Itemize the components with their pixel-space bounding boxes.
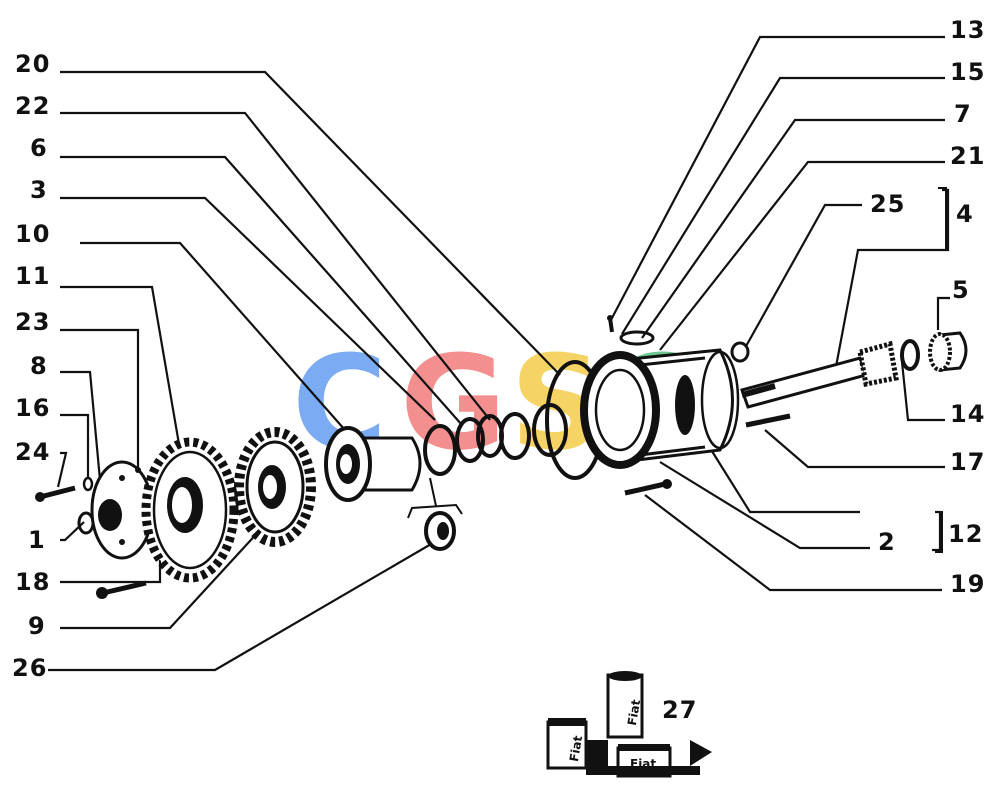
callout-5: 5 bbox=[952, 276, 970, 304]
ring-bracket-stem bbox=[429, 477, 437, 507]
part-8-flange bbox=[90, 460, 154, 560]
callout-19: 19 bbox=[950, 570, 985, 598]
leader-17 bbox=[764, 429, 945, 469]
callout-2: 2 bbox=[878, 528, 896, 556]
callout-3: 3 bbox=[30, 176, 48, 204]
ring-bracket bbox=[407, 503, 463, 519]
leader-21 bbox=[659, 160, 945, 351]
callout-4: 4 bbox=[956, 200, 974, 228]
leader-6 bbox=[60, 155, 463, 426]
part-10-hub bbox=[324, 426, 422, 502]
leader-7 bbox=[641, 118, 945, 339]
part-17-pin bbox=[745, 413, 791, 428]
leader-13 bbox=[611, 35, 945, 319]
callout-6: 6 bbox=[30, 134, 48, 162]
part-23-pin bbox=[135, 467, 141, 473]
callout-8: 8 bbox=[30, 352, 48, 380]
leader-15 bbox=[621, 76, 945, 335]
callout-9: 9 bbox=[28, 612, 46, 640]
part-27-kit: Fiat Fiat Fiat bbox=[546, 671, 712, 778]
callout-10: 10 bbox=[15, 220, 50, 248]
part-6-ring bbox=[455, 417, 485, 463]
part-ring-b bbox=[532, 403, 568, 457]
part-16-pin bbox=[82, 476, 94, 492]
callout-11: 11 bbox=[15, 262, 50, 290]
leader-16 bbox=[60, 413, 90, 478]
bracket-12 bbox=[935, 511, 943, 553]
leader-24 bbox=[56, 451, 68, 488]
part-14-ring bbox=[900, 339, 920, 371]
leader-26 bbox=[48, 539, 439, 672]
leader-3 bbox=[60, 196, 436, 421]
callout-15: 15 bbox=[950, 58, 985, 86]
leader-14 bbox=[900, 361, 945, 422]
leader-8 bbox=[60, 370, 102, 481]
callout-21: 21 bbox=[950, 142, 985, 170]
callout-23: 23 bbox=[15, 308, 50, 336]
part-5-bearing bbox=[928, 331, 968, 372]
bracket-4 bbox=[938, 187, 947, 251]
leader-22 bbox=[60, 111, 491, 421]
leader-20 bbox=[60, 70, 561, 376]
leader-12 bbox=[932, 510, 942, 552]
callout-1: 1 bbox=[28, 526, 46, 554]
leader-1 bbox=[60, 521, 85, 542]
callout-13: 13 bbox=[950, 16, 985, 44]
part-9-gear bbox=[234, 427, 316, 547]
part-2-housing bbox=[580, 348, 740, 469]
part-3-ring bbox=[423, 424, 457, 476]
part-ring-a bbox=[499, 412, 531, 460]
leader-18 bbox=[60, 560, 162, 584]
callout-22: 22 bbox=[15, 92, 50, 120]
part-24-screw bbox=[35, 485, 76, 502]
callout-18: 18 bbox=[15, 568, 50, 596]
kit-brand-label-a: Fiat bbox=[625, 698, 643, 726]
leader-25 bbox=[744, 203, 862, 349]
callout-27: 27 bbox=[662, 696, 697, 724]
callout-12: 12 bbox=[948, 520, 983, 548]
part-26-seal bbox=[424, 511, 456, 551]
callout-26: 26 bbox=[12, 654, 47, 682]
kit-brand-label-c: Fiat bbox=[630, 757, 656, 771]
callout-7: 7 bbox=[954, 100, 972, 128]
part-11-gear bbox=[141, 437, 239, 583]
callout-25: 25 bbox=[870, 190, 905, 218]
callout-labels: 13 15 7 21 25 4 5 14 17 2 12 19 20 22 6 … bbox=[12, 16, 985, 724]
kit-brand-label-b: Fiat bbox=[567, 734, 585, 762]
leader-23 bbox=[60, 328, 140, 468]
leader-19 bbox=[644, 494, 942, 592]
part-25-plug bbox=[730, 341, 750, 363]
part-7-seal bbox=[619, 330, 655, 346]
callout-24: 24 bbox=[15, 438, 50, 466]
callout-17: 17 bbox=[950, 448, 985, 476]
part-18-bolt bbox=[96, 580, 147, 599]
leader-9 bbox=[60, 529, 261, 630]
part-13-screw bbox=[607, 315, 614, 333]
callout-14: 14 bbox=[950, 400, 985, 428]
part-4-shaft bbox=[740, 340, 899, 409]
leader-10 bbox=[80, 241, 346, 431]
leader-11 bbox=[60, 285, 182, 451]
callout-16: 16 bbox=[15, 394, 50, 422]
leader-2 bbox=[659, 461, 870, 550]
part-19-bolt bbox=[624, 479, 672, 496]
leader-5 bbox=[936, 296, 950, 330]
leader-lines bbox=[48, 35, 950, 672]
callout-20: 20 bbox=[15, 50, 50, 78]
leader-12a bbox=[704, 439, 860, 514]
